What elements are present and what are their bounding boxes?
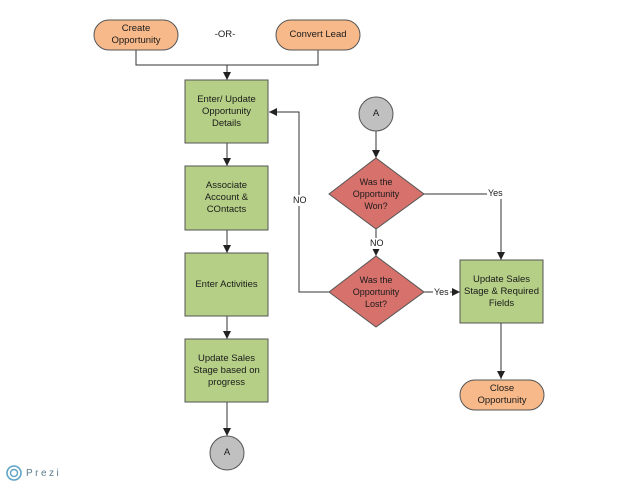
enter-update-label: Enter/ Update Opportunity Details [197,93,256,129]
or-label: -OR- [214,29,236,40]
enter-update-shape [184,79,269,144]
update-progress-shape [184,338,269,403]
create-opportunity-label: Create Opportunity [111,23,161,46]
lost-yes-label: Yes [433,287,450,298]
connector-top-label: A [372,108,380,119]
close-opportunity-shape [459,379,545,411]
close-opportunity-label: Close Opportunity [477,383,527,406]
arrow-won-yes [424,193,505,260]
convert-lead-label: Convert Lead [289,29,347,40]
update-required-label: Update Sales Stage & Required Fields [464,273,539,309]
update-progress-label: Update Sales Stage based on progress [193,352,260,388]
won-label: Was the Opportunity Won? [352,177,400,211]
connector-bottom-shape [209,435,245,471]
convert-lead-shape [275,19,361,51]
merge-line [135,50,319,66]
won-yes-label: Yes [487,188,504,199]
prezi-wordmark: Prezi [26,467,62,479]
prezi-logo: Prezi [6,464,61,482]
activities-shape [184,252,269,317]
prezi-icon [6,465,22,481]
lost-label: Was the Opportunity Lost? [352,275,400,309]
lost-no-label: NO [292,195,308,206]
connector-bottom-label: A [223,447,231,458]
activities-label: Enter Activities [195,278,258,290]
update-required-shape [459,259,544,324]
connector-top-shape [358,96,394,132]
create-opportunity-shape [93,19,179,51]
associate-label: Associate Account & COntacts [204,180,249,215]
won-decision-shape [328,157,425,230]
lost-decision-shape [328,255,425,328]
associate-shape [184,165,269,231]
won-no-label: NO [369,238,385,249]
